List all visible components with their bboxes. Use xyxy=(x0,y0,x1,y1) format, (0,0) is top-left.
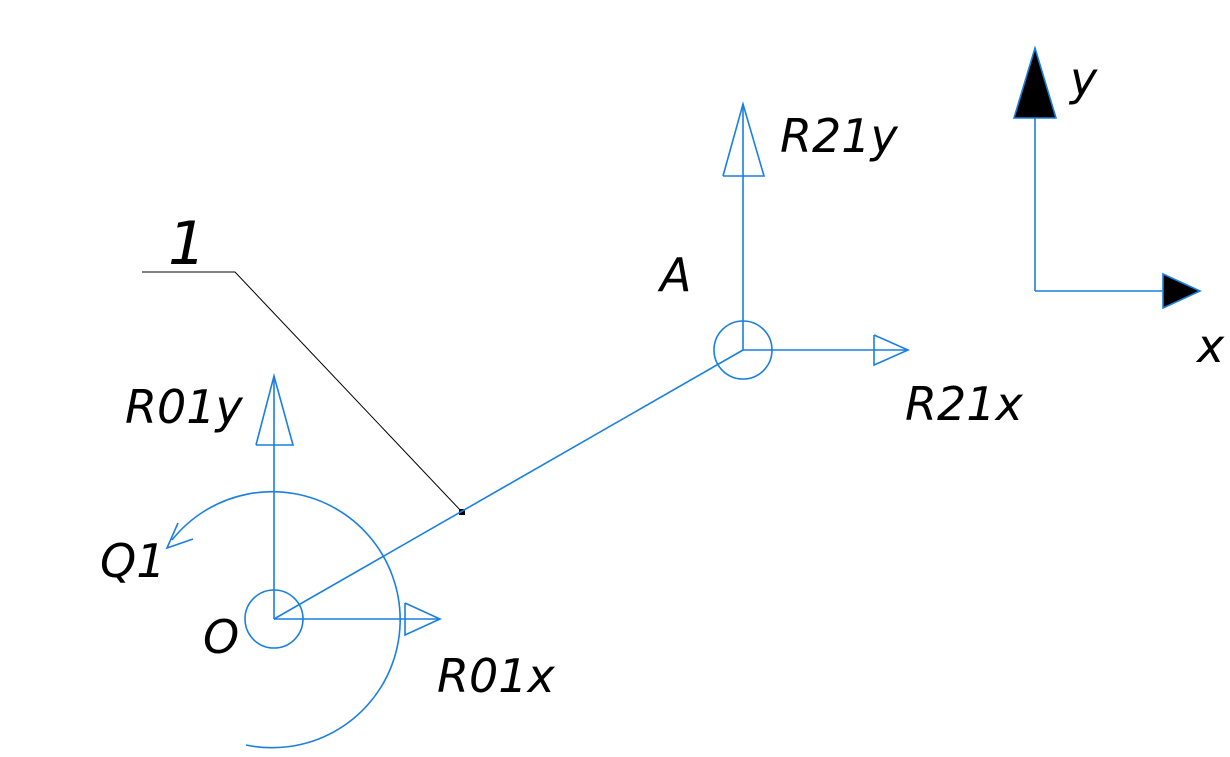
r21y-arrow xyxy=(722,101,766,350)
r01x-label: R01x xyxy=(437,649,555,703)
q1-moment-arrow xyxy=(165,490,401,749)
r01y-label: R01y xyxy=(125,380,243,434)
axis-y-label: y xyxy=(1068,52,1098,106)
part-number-label: 1 xyxy=(168,209,206,279)
coordinate-axes xyxy=(1012,45,1202,310)
leader-line xyxy=(142,271,463,513)
r21y-label: R21y xyxy=(780,109,898,163)
r01x-arrow xyxy=(274,602,442,637)
axis-x-label: x xyxy=(1195,319,1225,373)
q1-label: Q1 xyxy=(100,534,165,588)
r01y-arrow xyxy=(255,372,295,619)
point-a-label: A xyxy=(657,248,691,302)
link-1 xyxy=(273,349,744,620)
point-o-label: O xyxy=(203,610,239,664)
axis-y-arrowhead xyxy=(1012,45,1058,119)
r21x-label: R21x xyxy=(905,377,1023,431)
r21x-arrow xyxy=(743,334,910,367)
axis-x-arrowhead xyxy=(1162,272,1202,310)
